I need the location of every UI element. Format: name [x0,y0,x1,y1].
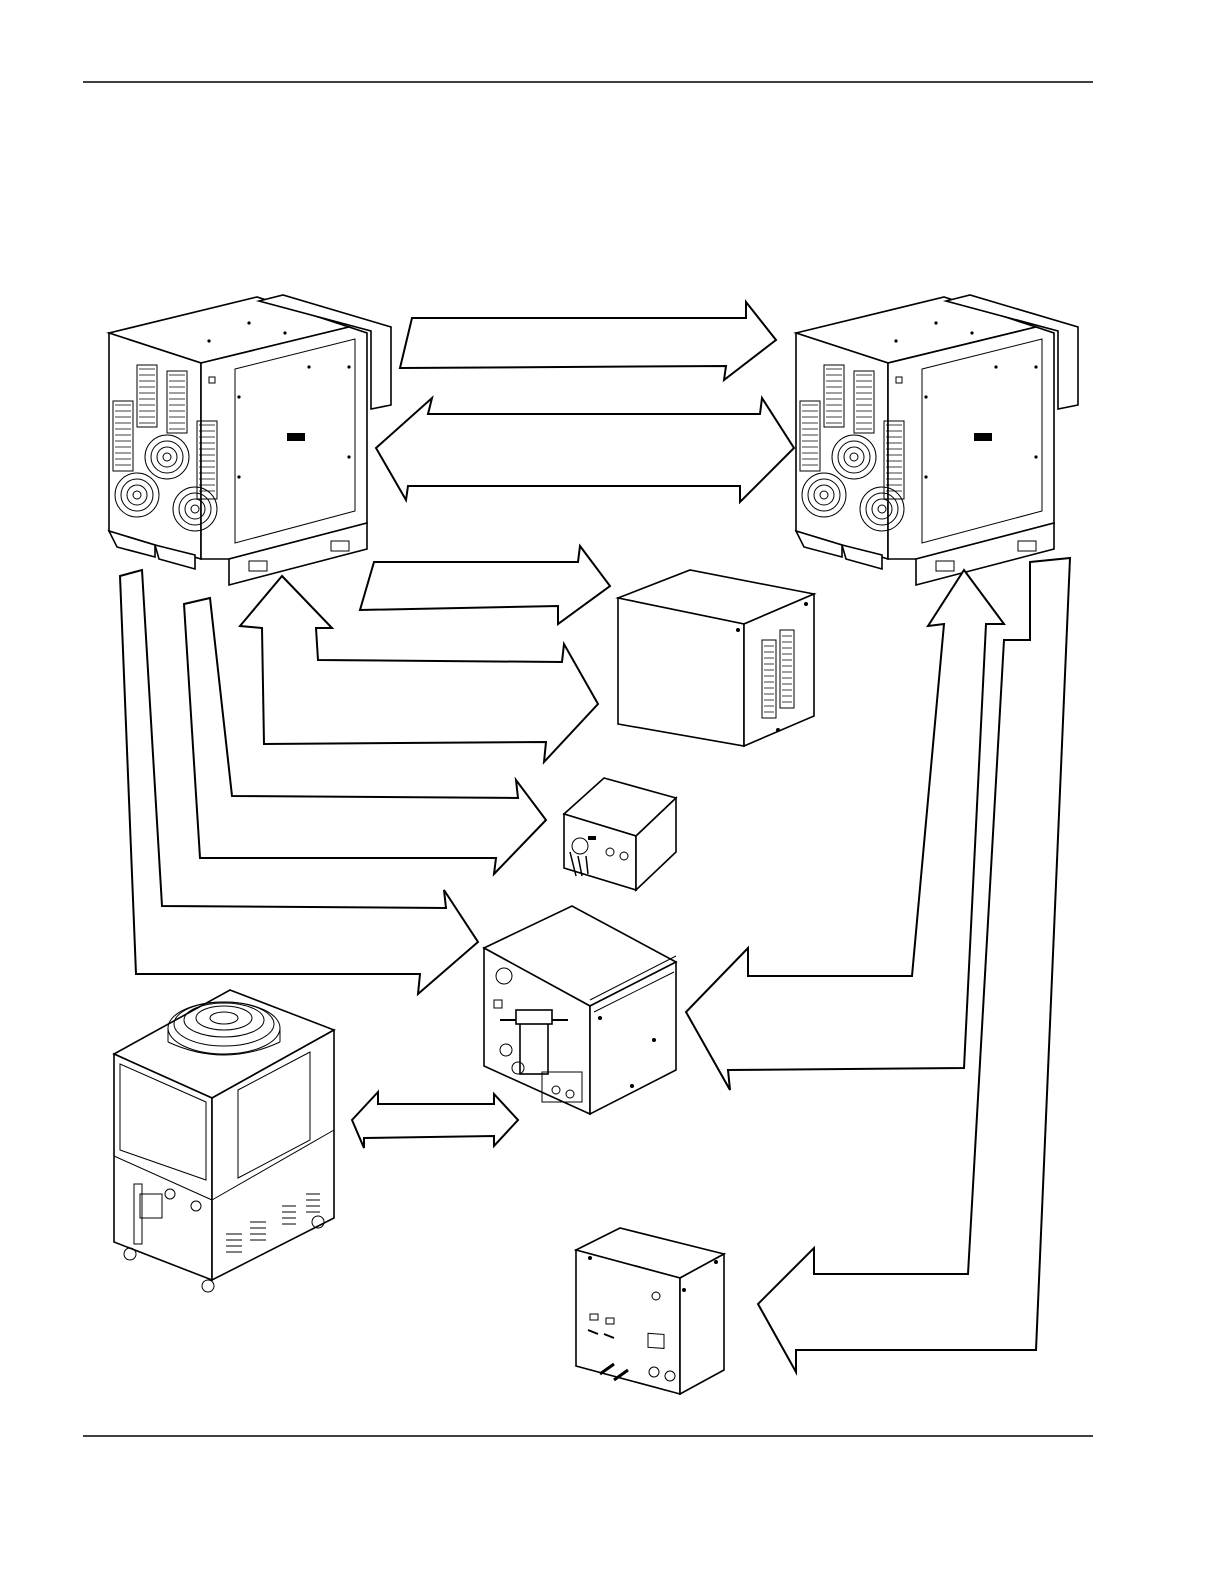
arrow-chiller-cooler-two-way [352,1092,518,1148]
arrow-ps1-to-ignition-console [360,546,610,624]
cooler-icon [484,906,676,1114]
arrow-ps1-ps2-two-way [376,398,794,502]
power-supply-1-icon [109,295,391,585]
chiller-icon [114,990,334,1292]
power-supply-2-icon [796,295,1078,585]
valve-console-icon [576,1228,724,1394]
ignition-console-icon [618,570,814,746]
arrow-ps1-to-ps2 [400,302,776,380]
control-box-icon [564,778,676,890]
